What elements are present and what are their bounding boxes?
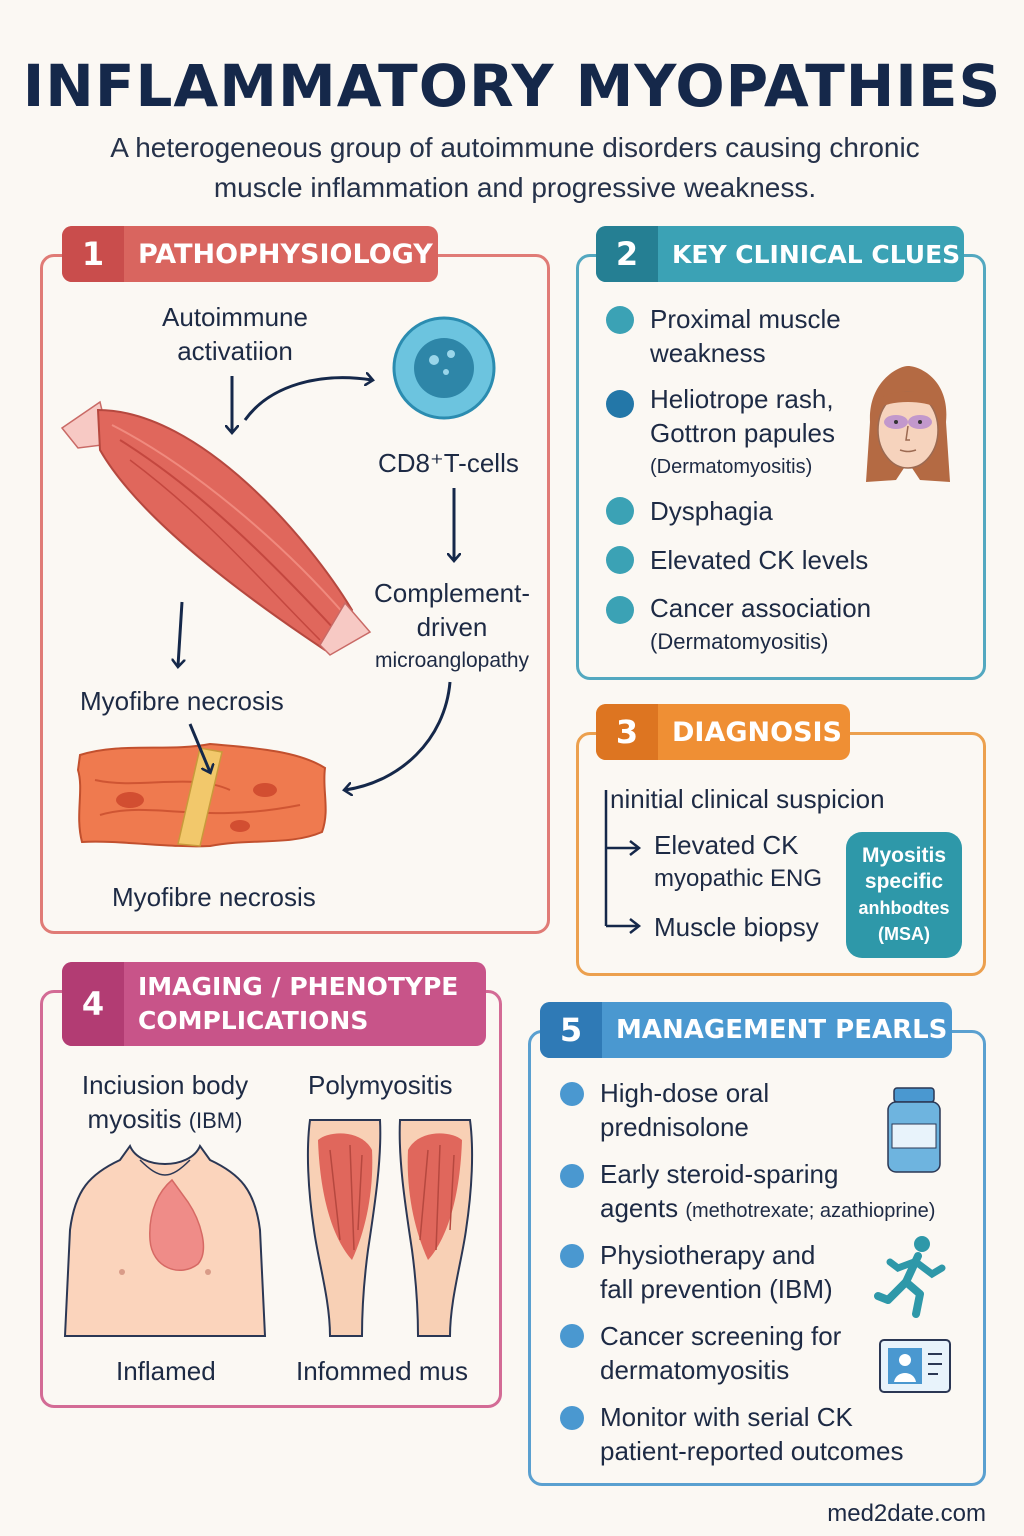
medicine-bottle-icon — [887, 1087, 941, 1173]
panel-number: 1 — [62, 226, 124, 282]
autoimmune-label: Autoimmune activatiion — [162, 302, 308, 366]
tcells-label: CD8⁺T-cells — [378, 448, 519, 478]
pearl-bullet-icon — [560, 1324, 584, 1348]
panel-header-pathophysiology: 1 PATHOPHYSIOLOGY — [62, 226, 438, 282]
diagnosis-step: Elevated CK myopathic ENG — [654, 830, 823, 892]
footer-website: med2date.com — [827, 1500, 986, 1527]
face-rash-icon — [866, 366, 950, 482]
necrosis-label-top: Myofibre necrosis — [80, 686, 284, 716]
clue-item: Cancer association (Dermatomyositis) — [650, 593, 872, 654]
clue-bullet-icon — [606, 497, 634, 525]
panel-header-clinical-clues: 2 KEY CLINICAL CLUES — [596, 226, 964, 282]
muscle-icon — [60, 400, 372, 656]
clue-item: Elevated CK levels — [650, 545, 869, 575]
polymyositis-title: Polymyositis — [308, 1070, 453, 1100]
screening-monitor-icon — [879, 1339, 951, 1393]
panel-header-management: 5 MANAGEMENT PEARLS — [540, 1002, 952, 1058]
polymyositis-caption: Infommed mus — [296, 1356, 468, 1386]
pearl-bullet-icon — [560, 1406, 584, 1430]
panel-number: 5 — [540, 1002, 602, 1058]
ibm-caption: Inflamed — [116, 1356, 216, 1386]
legs-muscle-icon — [306, 1119, 474, 1337]
diagnosis-step: Muscle biopsy — [654, 912, 819, 942]
necrosis-label-bottom: Myofibre necrosis — [112, 882, 316, 912]
pearl-item: High-dose oral prednisolone — [600, 1078, 770, 1142]
clue-item: Heliotrope rash, Gottron papules (Dermat… — [650, 384, 836, 478]
necrotic-fibre-icon — [76, 742, 327, 848]
panel-heading: MANAGEMENT PEARLS — [616, 1015, 948, 1045]
pearl-bullet-icon — [560, 1164, 584, 1188]
pearl-item: Cancer screening for dermatomyositis — [600, 1321, 842, 1385]
pearl-bullet-icon — [560, 1244, 584, 1268]
pearl-item: Early steroid-sparing agents (methotrexa… — [600, 1159, 936, 1223]
panel-header-imaging: 4 IMAGING / PHENOTYPE COMPLICATIONS — [62, 962, 486, 1046]
panel-heading: DIAGNOSIS — [672, 716, 843, 748]
pearl-item: Monitor with serial CK patient-reported … — [600, 1402, 904, 1466]
torso-icon — [63, 1143, 267, 1337]
panel-number: 4 — [62, 962, 124, 1046]
clue-item: Dysphagia — [650, 496, 773, 526]
page-title: INFLAMMATORY MYOPATHIES — [22, 52, 1002, 120]
t-cell-icon — [392, 316, 496, 420]
clue-bullet-icon — [606, 546, 634, 574]
panel-number: 2 — [596, 226, 658, 282]
running-person-icon — [874, 1236, 946, 1318]
panel-heading: KEY CLINICAL CLUES — [672, 239, 961, 269]
clue-item: Proximal muscle weakness — [650, 304, 841, 368]
complement-label: Complement- driven microanglopathy — [373, 578, 531, 672]
ibm-title: Inciusion body myositis (IBM) — [81, 1070, 249, 1134]
clue-bullet-icon — [606, 596, 634, 624]
msa-badge: Myositis specific anhbodtes (MSA) — [846, 832, 962, 958]
clue-bullet-icon — [606, 306, 634, 334]
panel-number: 3 — [596, 704, 658, 760]
pearl-item: Physiotherapy and fall prevention (IBM) — [600, 1240, 833, 1304]
pearl-bullet-icon — [560, 1082, 584, 1106]
clue-bullet-icon — [606, 390, 634, 418]
page-subtitle: A heterogeneous group of autoimmune diso… — [110, 132, 920, 203]
panel-heading: IMAGING / PHENOTYPE COMPLICATIONS — [138, 972, 459, 1035]
panel-heading: PATHOPHYSIOLOGY — [138, 238, 433, 270]
diagnosis-step: ninitial clinical suspicion — [610, 784, 885, 814]
panel-header-diagnosis: 3 DIAGNOSIS — [596, 704, 850, 760]
